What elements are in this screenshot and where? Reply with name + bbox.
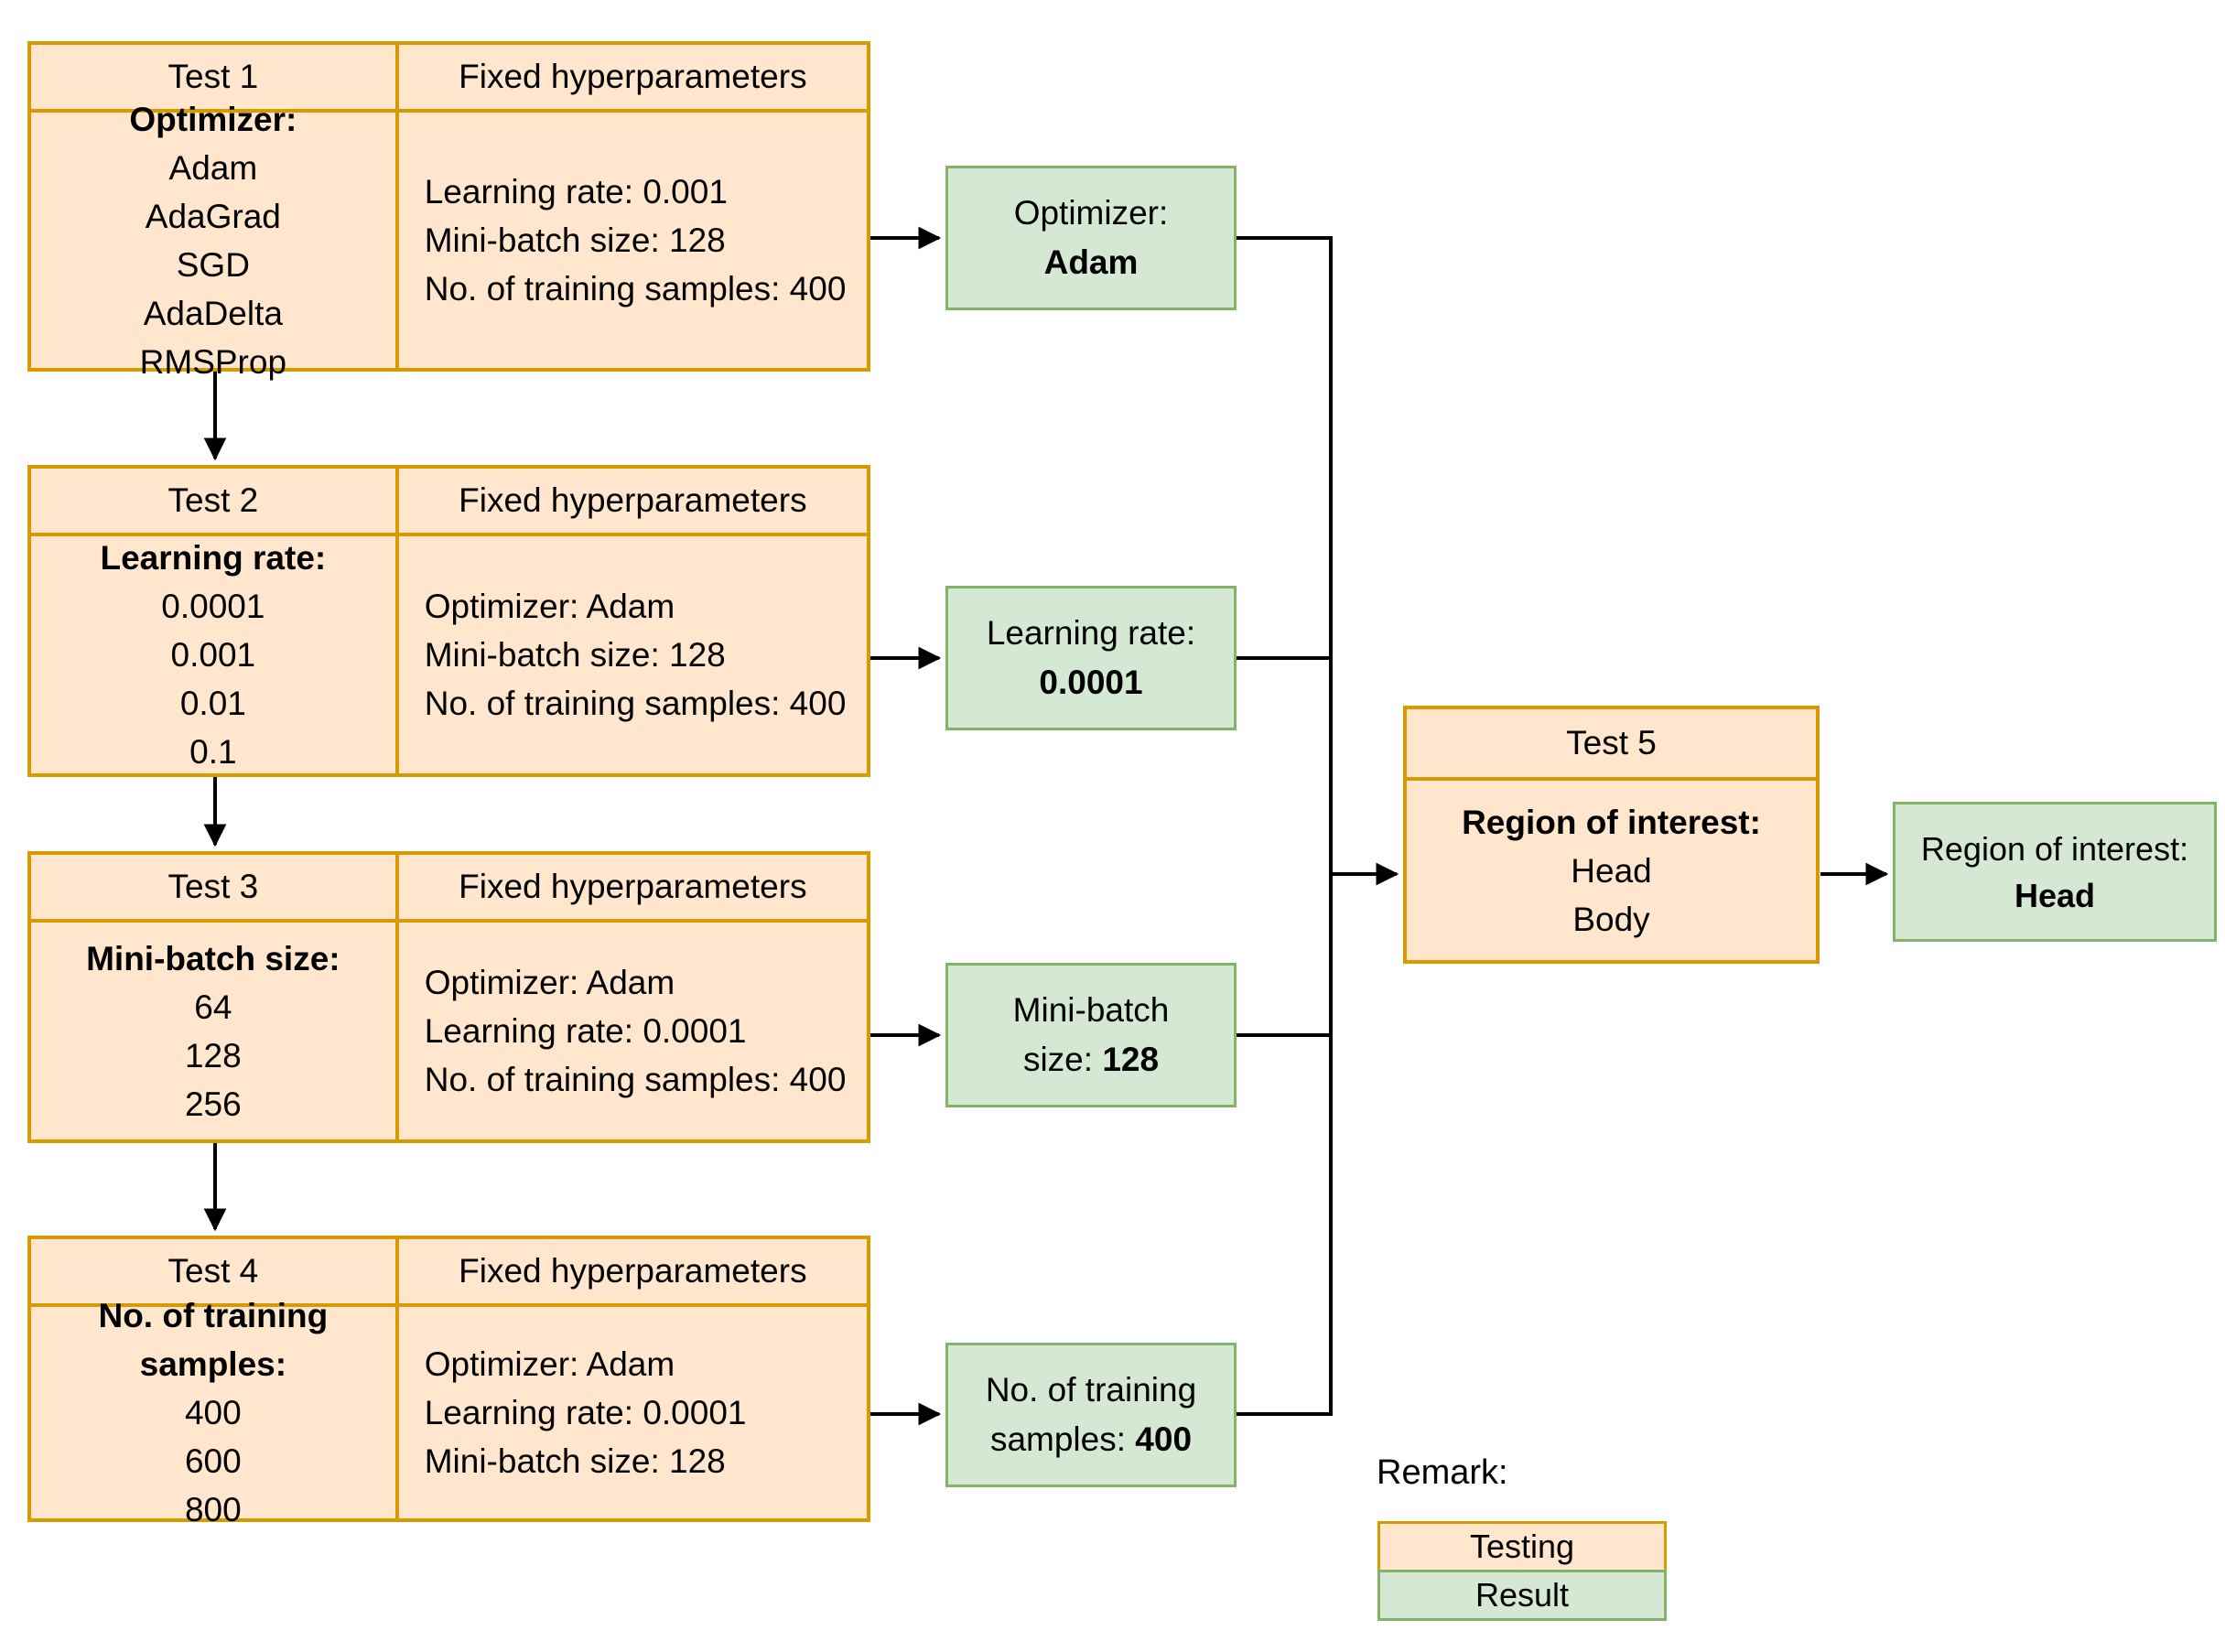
fixed-value: Optimizer: Adam (424, 964, 675, 1001)
test3-variable-values: 64 128 256 (185, 983, 242, 1128)
result-value: Head (2014, 876, 2096, 914)
result-label: Learning rate: (986, 614, 1196, 652)
result-box-mini-batch-size: Mini-batch size: 128 (945, 963, 1237, 1107)
variable-value: Adam (168, 148, 258, 187)
fixed-value: No. of training samples: 400 (424, 270, 847, 308)
variable-value: 256 (184, 1085, 242, 1123)
test2-fixed-hyperparameters-header: Fixed hyperparameters (459, 481, 807, 519)
test4-title: Test 4 (31, 1239, 399, 1303)
test1-variable-label: Optimizer: (129, 100, 297, 138)
result-value: 400 (1135, 1420, 1193, 1458)
fixed-value: Mini-batch size: 128 (424, 1442, 726, 1480)
result-value: Adam (1043, 243, 1139, 281)
test2-variable-values: 0.0001 0.001 0.01 0.1 (161, 582, 265, 776)
test3-table: Test 3 Fixed hyperparameters Mini-batch … (27, 851, 870, 1143)
test2-table: Test 2 Fixed hyperparameters Learning ra… (27, 465, 870, 777)
variable-value: 400 (184, 1394, 242, 1431)
result-label: Region of interest: (1920, 829, 2189, 868)
variable-value: 128 (184, 1036, 242, 1074)
result-box-region-of-interest: Region of interest: Head (1893, 802, 2217, 942)
variable-value: 0.001 (170, 636, 256, 674)
variable-value: 800 (184, 1491, 242, 1528)
fixed-value: Mini-batch size: 128 (424, 221, 726, 259)
fixed-value: Optimizer: Adam (424, 1345, 675, 1383)
result-value: 0.0001 (1039, 664, 1143, 701)
result-value-line: Adam (1044, 238, 1139, 287)
test1-fixed-hyperparameters-header: Fixed hyperparameters (459, 58, 807, 95)
variable-value: AdaGrad (145, 197, 281, 235)
test4-table: Test 4 Fixed hyperparameters No. of trai… (27, 1236, 870, 1528)
variable-value: AdaDelta (143, 294, 283, 332)
fixed-value: Optimizer: Adam (424, 588, 675, 625)
variable-value: SGD (176, 245, 250, 284)
bus-result1-result4 (1237, 236, 1333, 1416)
variable-value: 0.01 (179, 685, 246, 722)
result-box-learning-rate: Learning rate: 0.0001 (945, 586, 1237, 730)
test1-title: Test 1 (31, 45, 399, 109)
variable-value: 600 (184, 1442, 242, 1480)
fixed-value: Learning rate: 0.0001 (424, 1394, 747, 1431)
test3-variable-label: Mini-batch size: (86, 939, 340, 977)
test4-variable-values: 400 600 800 (185, 1388, 242, 1534)
result-value-line: samples: 400 (989, 1420, 1193, 1458)
variable-value: Head (1571, 851, 1652, 890)
variable-value: 64 (194, 988, 232, 1026)
fixed-value: No. of training samples: 400 (424, 1061, 847, 1098)
test2-variable-label: Learning rate: (100, 539, 327, 577)
result-value: 128 (1102, 1041, 1160, 1078)
test4-variable-label: No. of training samples: (98, 1297, 329, 1383)
fixed-value: Mini-batch size: 128 (424, 636, 726, 674)
test3-fixed-hyperparameters-header: Fixed hyperparameters (459, 868, 807, 905)
test2-title: Test 2 (31, 469, 399, 533)
variable-value: RMSProp (139, 342, 287, 381)
legend-testing-swatch: Testing (1377, 1521, 1667, 1572)
legend-result-swatch: Result (1377, 1570, 1667, 1621)
test5-variable-label: Region of interest: (1462, 803, 1761, 841)
variable-value: 0.1 (189, 733, 237, 771)
result-label: No. of training (985, 1371, 1197, 1409)
result-value-line: 0.0001 (1039, 658, 1142, 707)
test1-table: Test 1 Fixed hyperparameters Optimizer: … (27, 41, 870, 381)
fixed-value: Learning rate: 0.001 (424, 173, 728, 211)
result-label: Optimizer: (1013, 194, 1169, 232)
result-label: Mini-batch (1012, 991, 1170, 1029)
result-box-optimizer: Optimizer: Adam (945, 166, 1237, 310)
test3-title: Test 3 (31, 855, 399, 919)
fixed-value: No. of training samples: 400 (424, 685, 847, 722)
variable-value: 0.0001 (161, 588, 265, 625)
fixed-value: Learning rate: 0.0001 (424, 1012, 747, 1050)
variable-value: Body (1572, 900, 1650, 938)
test4-fixed-hyperparameters-header: Fixed hyperparameters (459, 1252, 807, 1290)
result-box-training-samples: No. of training samples: 400 (945, 1343, 1237, 1487)
result-value-line: size: 128 (1022, 1041, 1160, 1078)
test5-title: Test 5 (1407, 709, 1816, 781)
legend-remark-label: Remark: (1377, 1453, 1508, 1492)
